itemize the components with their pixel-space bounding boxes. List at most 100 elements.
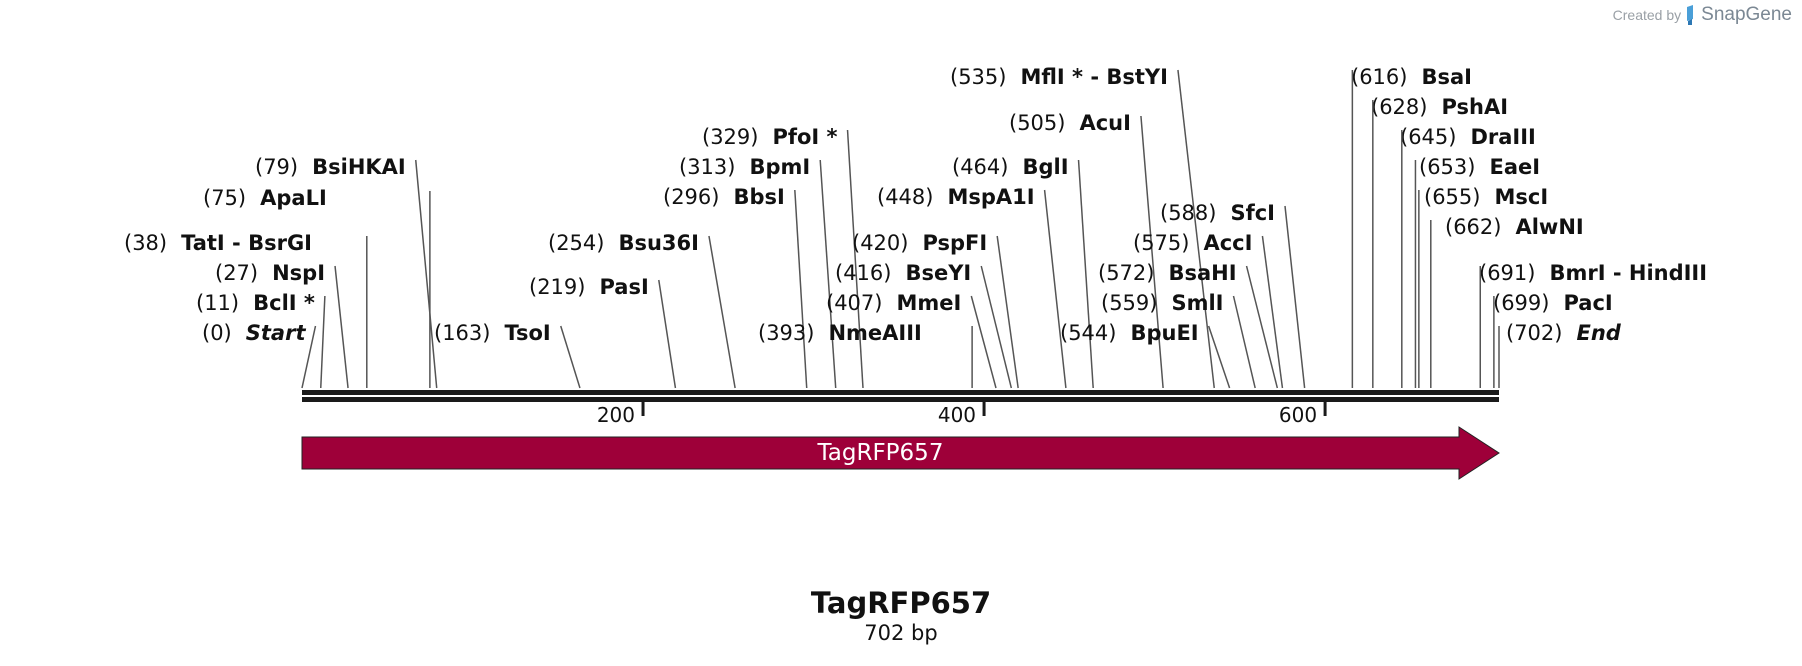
site-name-pshai: PshAI	[1441, 95, 1508, 119]
site-connector	[1284, 205, 1306, 389]
site-position: (407)	[826, 291, 882, 315]
site-name-pfoi: PfoI *	[772, 125, 837, 149]
backbone-top-strand	[302, 390, 1499, 395]
site-position: (254)	[548, 231, 604, 255]
site-position: (11)	[196, 291, 239, 315]
site-name-apali: ApaLI	[260, 186, 327, 210]
site-position: (662)	[1445, 215, 1501, 239]
site-name-tsoi: TsoI	[504, 321, 550, 345]
site-position: (655)	[1424, 185, 1480, 209]
site-position: (416)	[835, 261, 891, 285]
site-position: (464)	[952, 155, 1008, 179]
site-position: (645)	[1400, 125, 1456, 149]
credit-prefix: Created by	[1612, 7, 1682, 23]
site-name-pspfi: PspFI	[922, 231, 987, 255]
snapgene-logo-icon	[1687, 5, 1694, 25]
site-connector	[560, 325, 581, 389]
site-connector	[708, 235, 736, 389]
site-name-bsai: BsaI	[1421, 65, 1472, 89]
site-name-acui: AcuI	[1079, 111, 1130, 135]
site-connector	[320, 295, 326, 389]
site-name-end: End	[1576, 321, 1621, 345]
site-position: (575)	[1133, 231, 1189, 255]
ruler-tick-label: 600	[1279, 403, 1317, 427]
site-position: (691)	[1479, 261, 1535, 285]
site-name-tati-bsrgi: TatI - BsrGI	[181, 231, 312, 255]
site-connector	[980, 265, 1013, 389]
site-position: (588)	[1160, 201, 1216, 225]
site-connector	[970, 295, 997, 389]
site-position: (313)	[679, 155, 735, 179]
site-name-acci: AccI	[1203, 231, 1252, 255]
site-connector	[414, 159, 438, 389]
site-connector	[1043, 189, 1067, 389]
site-name-draiii: DraIII	[1470, 125, 1535, 149]
site-connector	[996, 235, 1019, 389]
site-name-sfci: SfcI	[1230, 201, 1275, 225]
site-connector	[1261, 235, 1284, 389]
site-connector	[794, 189, 808, 389]
site-name-msci: MscI	[1494, 185, 1548, 209]
site-position: (0)	[202, 321, 232, 345]
sequence-title: TagRFP657	[810, 586, 992, 620]
site-name-bsahi: BsaHI	[1168, 261, 1236, 285]
feature-label: TagRFP657	[817, 440, 944, 466]
site-position: (329)	[702, 125, 758, 149]
site-position: (393)	[758, 321, 814, 345]
site-position: (702)	[1506, 321, 1562, 345]
site-connector	[1232, 295, 1256, 389]
site-position: (448)	[877, 185, 933, 209]
site-name-eaei: EaeI	[1489, 155, 1540, 179]
site-position: (420)	[852, 231, 908, 255]
site-position: (219)	[529, 275, 585, 299]
site-name-nspi: NspI	[272, 261, 325, 285]
site-name-mmei: MmeI	[896, 291, 961, 315]
site-name-mfli-bstyi: MflI * - BstYI	[1020, 65, 1167, 89]
site-name-bmri-hindiii: BmrI - HindIII	[1549, 261, 1707, 285]
snapgene-credit: Created by SnapGene	[1613, 4, 1792, 26]
site-name-start: Start	[246, 321, 307, 345]
site-connector	[1177, 69, 1215, 389]
site-position: (616)	[1351, 65, 1407, 89]
site-position: (699)	[1493, 291, 1549, 315]
site-connector	[819, 159, 837, 389]
site-name-bgli: BglI	[1022, 155, 1068, 179]
site-name-nmeaiii: NmeAIII	[828, 321, 921, 345]
site-connector	[658, 279, 677, 389]
site-name-alwni: AlwNI	[1515, 215, 1583, 239]
site-position: (505)	[1009, 111, 1065, 135]
site-name-bcli: BclI *	[253, 291, 315, 315]
ruler-tick-label: 200	[597, 403, 635, 427]
backbone-bottom-strand	[302, 397, 1499, 402]
ruler-tick-label: 400	[938, 403, 976, 427]
site-name-bbsi: BbsI	[733, 185, 784, 209]
site-name-paci: PacI	[1563, 291, 1612, 315]
sequence-length: 702 bp	[864, 621, 938, 645]
site-position: (163)	[434, 321, 490, 345]
site-name-bpuei: BpuEI	[1130, 321, 1198, 345]
site-connector	[1077, 159, 1094, 389]
site-position: (572)	[1098, 261, 1154, 285]
site-name-pasi: PasI	[599, 275, 648, 299]
credit-brand: SnapGene	[1701, 4, 1792, 25]
site-connector	[846, 129, 864, 389]
site-name-bpmi: BpmI	[749, 155, 810, 179]
site-connector	[1140, 115, 1164, 389]
site-name-bsu36i: Bsu36I	[618, 231, 699, 255]
site-name-bseyi: BseYI	[905, 261, 971, 285]
site-name-mspa1i: MspA1I	[947, 185, 1034, 209]
site-position: (653)	[1419, 155, 1475, 179]
site-name-bsihkai: BsiHKAI	[312, 155, 406, 179]
site-position: (27)	[215, 261, 258, 285]
site-position: (628)	[1371, 95, 1427, 119]
site-connector	[301, 325, 317, 389]
site-connector	[1207, 325, 1231, 389]
site-position: (544)	[1060, 321, 1116, 345]
site-position: (559)	[1101, 291, 1157, 315]
site-position: (75)	[203, 186, 246, 210]
feature-arrow-tagrfp657	[301, 426, 1500, 480]
site-position: (535)	[950, 65, 1006, 89]
site-connector	[334, 265, 349, 389]
site-name-smli: SmlI	[1171, 291, 1223, 315]
